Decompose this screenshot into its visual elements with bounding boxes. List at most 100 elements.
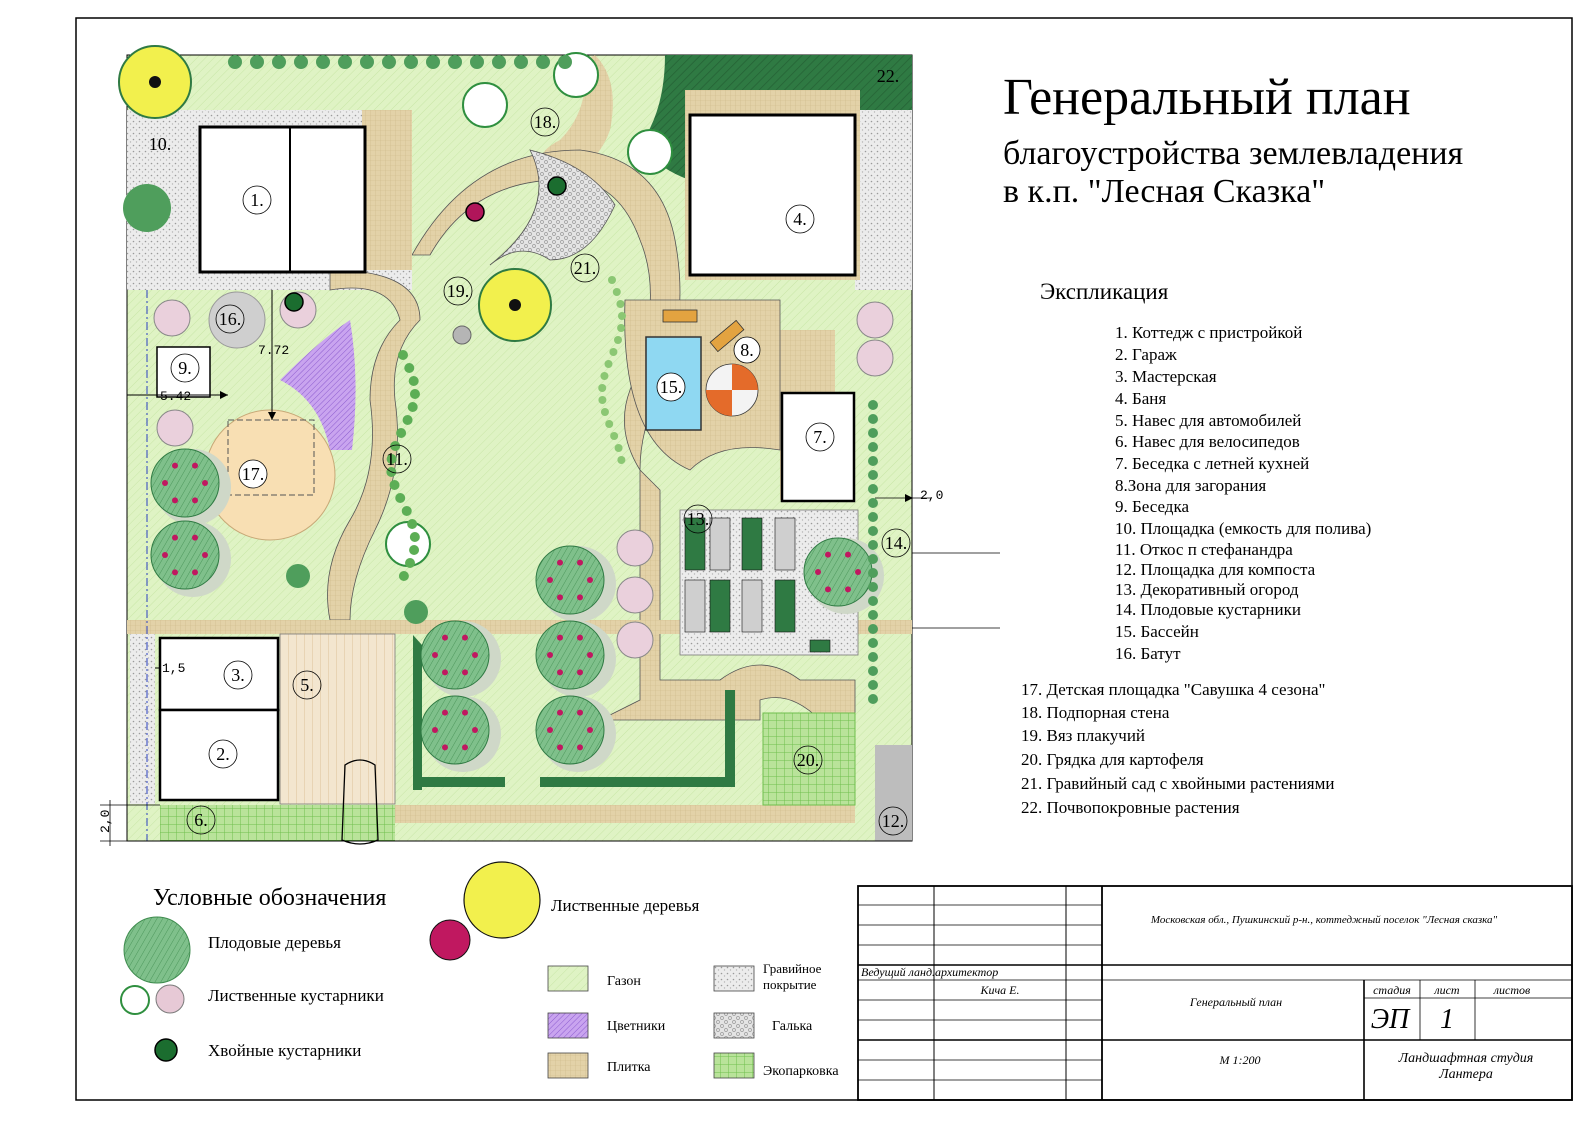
dim-20-left: 2,0: [98, 810, 113, 833]
shrub-small: [286, 564, 310, 588]
fruit-mark: [172, 497, 178, 504]
slope-shrub: [401, 506, 412, 516]
fruit-mark: [557, 744, 563, 751]
fruit-mark: [202, 552, 208, 558]
top-shrub: [338, 55, 352, 69]
fruit-mark: [192, 497, 198, 504]
flowering-shrub: [616, 529, 654, 567]
top-shrub: [426, 55, 440, 69]
fruit-mark: [162, 480, 168, 486]
bike-shed: [160, 805, 395, 841]
legend-deciduous-shrubs: Лиственные кустарники: [208, 986, 384, 1005]
fruit-bush: [868, 624, 878, 634]
explication-item: 15. Бассейн: [1115, 622, 1199, 641]
fruit-bush: [868, 554, 878, 564]
fruit-mark: [587, 727, 593, 733]
label-6: 6.: [194, 810, 208, 830]
top-shrub: [448, 55, 462, 69]
site-plan: [100, 54, 1000, 846]
fruit-mark: [845, 586, 851, 593]
explication-item: 1. Коттедж с пристройкой: [1115, 323, 1302, 342]
fruit-bush: [868, 470, 878, 480]
legend-gravel-swatch: [713, 965, 755, 992]
fruit-mark: [432, 652, 438, 658]
tree-trunk: [149, 76, 161, 88]
legend-tiles: Плитка: [607, 1060, 651, 1075]
top-shrub: [294, 55, 308, 69]
tile-bottom-road: [395, 805, 855, 823]
fruit-mark: [825, 551, 831, 558]
fruit-mark: [172, 569, 178, 576]
border-shrub: [598, 384, 607, 392]
explication-item: 20. Грядка для картофеля: [1021, 750, 1204, 769]
legend-fruit-trees: Плодовые деревья: [208, 933, 341, 952]
fruit-tree: [150, 520, 220, 590]
hedge-right: [725, 690, 735, 787]
fruit-bush: [868, 484, 878, 494]
fruit-bush: [868, 512, 878, 522]
fruit-bush: [868, 666, 878, 676]
fruit-bush: [868, 638, 878, 648]
fruit-tree: [535, 620, 605, 690]
border-shrub: [612, 288, 621, 296]
fruit-bush: [868, 400, 878, 410]
stamp-lead-name: Кича Е.: [979, 983, 1019, 997]
label-14: 14.: [885, 533, 908, 553]
border-shrub: [598, 396, 607, 404]
fruit-mark: [202, 480, 208, 486]
fruit-mark: [192, 462, 198, 469]
title-block: Генеральный план благоустройства землевл…: [1003, 69, 1464, 210]
top-shrub: [404, 55, 418, 69]
fruit-mark: [577, 634, 583, 641]
label-16: 16.: [219, 309, 242, 329]
fruit-mark: [557, 669, 563, 676]
explication-item: 21. Гравийный сад с хвойными растениями: [1021, 774, 1334, 793]
building-bath: [688, 113, 857, 277]
top-shrub: [514, 55, 528, 69]
slope-shrub: [398, 350, 408, 360]
legend-pebbles: Галька: [772, 1019, 813, 1034]
label-15: 15.: [660, 377, 683, 397]
plan-labels: 1. 4. 7. 15. 8. 9. 16. 17. 3. 2. 5. 6. 1…: [149, 66, 911, 836]
top-shrub: [536, 55, 550, 69]
legend-fruit-tree-icon: [123, 916, 191, 984]
legend-pebble-swatch: [713, 1012, 755, 1039]
hedge-left: [413, 635, 422, 790]
fruit-bush: [868, 526, 878, 536]
label-8: 8.: [740, 340, 754, 360]
slope-shrub: [398, 571, 409, 581]
top-shrub: [492, 55, 506, 69]
label-11: 11.: [386, 449, 408, 469]
dim-20-right: 2,0: [920, 488, 943, 503]
legend-conifer-icon: [154, 1038, 178, 1062]
label-5: 5.: [300, 675, 314, 695]
label-1: 1.: [250, 190, 264, 210]
legend-lawn: Газон: [607, 974, 641, 989]
fruit-bush: [868, 596, 878, 606]
explication-item: 13. Декоративный огород: [1115, 580, 1299, 599]
explication-item: 2. Гараж: [1115, 345, 1177, 364]
fruit-bush: [868, 694, 878, 704]
dimension-labels: 7.72 5.42 1,5 2,0 2,0: [98, 343, 943, 833]
label-22: 22.: [877, 66, 900, 86]
fruit-tree: [150, 448, 220, 518]
fruit-tree: [420, 620, 490, 690]
fruit-bush: [868, 540, 878, 550]
flowerbed: [280, 320, 356, 450]
label-10: 10.: [149, 134, 172, 154]
border-shrub: [617, 312, 626, 320]
title-line-1: Генеральный план: [1003, 69, 1411, 126]
explication-item: 16. Батут: [1115, 644, 1181, 663]
fruit-bush: [868, 456, 878, 466]
fruit-mark: [442, 669, 448, 676]
top-shrub: [316, 55, 330, 69]
compost-area: [875, 745, 912, 841]
fruit-mark: [442, 744, 448, 751]
fruit-mark: [162, 552, 168, 558]
fruit-mark: [815, 569, 821, 575]
deciduous-shrub: [462, 82, 508, 128]
flowering-shrub: [856, 339, 894, 377]
car-outline: [341, 759, 379, 845]
flowering-shrub: [856, 301, 894, 339]
conifer-shrub: [465, 202, 485, 222]
